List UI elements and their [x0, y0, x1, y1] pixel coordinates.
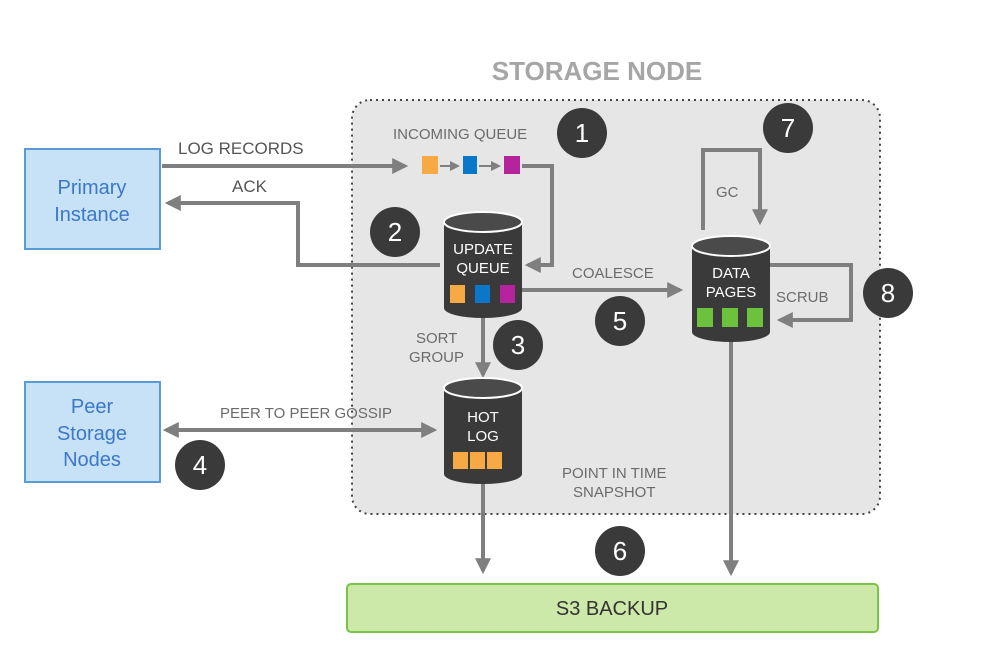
step-2: 2	[370, 207, 420, 257]
step-8: 8	[863, 268, 913, 318]
step-5: 5	[595, 296, 645, 346]
svg-text:8: 8	[881, 278, 895, 308]
incoming-queue-label: INCOMING QUEUE	[393, 126, 527, 143]
svg-text:6: 6	[613, 536, 627, 566]
queue-item-orange	[422, 156, 438, 174]
step-4: 4	[175, 440, 225, 490]
hot-log-cylinder: HOT LOG	[443, 377, 523, 484]
hot-log-label-2: LOG	[467, 428, 499, 445]
peer-storage-nodes-box: Peer Storage Nodes	[24, 381, 161, 483]
svg-text:4: 4	[193, 450, 207, 480]
primary-instance-box: Primary Instance	[24, 148, 161, 250]
gc-label: GC	[716, 184, 739, 201]
peer-gossip-label: PEER TO PEER GOSSIP	[220, 405, 392, 422]
incoming-to-update-arrow	[522, 164, 554, 273]
data-pages-label-2: PAGES	[706, 284, 757, 301]
peer-label-2: Storage	[57, 423, 127, 445]
update-queue-cylinder: UPDATE QUEUE	[443, 211, 523, 318]
update-queue-label-1: UPDATE	[453, 241, 513, 258]
data-pages-label-1: DATA	[712, 265, 750, 282]
peer-label-1: Peer	[71, 396, 114, 418]
coalesce-label: COALESCE	[572, 265, 654, 282]
snapshot-label-1: POINT IN TIME	[562, 465, 666, 482]
incoming-queue	[422, 156, 520, 174]
ack-arrow	[164, 195, 440, 267]
step-6: 6	[595, 526, 645, 576]
svg-text:1: 1	[575, 118, 589, 148]
peer-label-3: Nodes	[63, 449, 121, 471]
svg-text:3: 3	[511, 330, 525, 360]
primary-instance-label-2: Instance	[54, 204, 130, 226]
step-7: 7	[763, 103, 813, 153]
sort-label: SORT	[416, 330, 457, 347]
step-3: 3	[493, 320, 543, 370]
s3-backup-box: S3 BACKUP	[346, 583, 879, 633]
group-label: GROUP	[409, 349, 464, 366]
svg-text:2: 2	[388, 217, 402, 247]
primary-instance-label-1: Primary	[58, 177, 127, 199]
snapshot-label-2: SNAPSHOT	[573, 484, 656, 501]
ack-label: ACK	[232, 177, 268, 196]
svg-text:5: 5	[613, 306, 627, 336]
step-1: 1	[557, 108, 607, 158]
log-records-label: LOG RECORDS	[178, 139, 304, 158]
queue-item-blue	[463, 156, 477, 174]
data-pages-cylinder: DATA PAGES	[691, 235, 771, 342]
queue-item-magenta	[504, 156, 520, 174]
storage-node-title: STORAGE NODE	[492, 56, 702, 86]
gc-loop-arrow	[701, 148, 768, 230]
update-queue-label-2: QUEUE	[456, 260, 509, 277]
scrub-label: SCRUB	[776, 289, 829, 306]
hot-log-label-1: HOT	[467, 409, 499, 426]
s3-backup-label: S3 BACKUP	[556, 598, 668, 620]
svg-text:7: 7	[781, 113, 795, 143]
scrub-loop-arrow	[770, 263, 853, 328]
